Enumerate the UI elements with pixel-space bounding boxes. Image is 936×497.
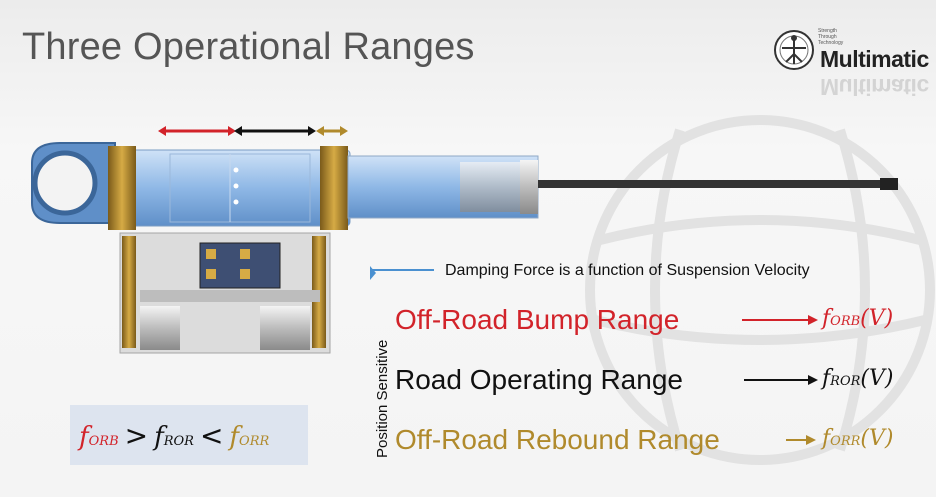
function-bump: fORB(V) <box>822 306 894 331</box>
function-road: fROR(V) <box>822 366 894 391</box>
shock-absorber-illustration <box>31 126 898 354</box>
arrow-right-icon <box>742 315 818 325</box>
range-label-road: Road Operating Range <box>395 364 683 395</box>
inequality-box <box>70 405 308 465</box>
range-indicator-arrows <box>158 126 348 136</box>
inequality-expression: fORB>fROR<fORR <box>79 419 270 452</box>
logo-reflection: Multimatic <box>820 74 929 100</box>
position-sensitive-label: Position Sensitive <box>374 339 391 458</box>
arrow-right-icon <box>744 375 818 385</box>
slide-title: Three Operational Ranges <box>22 26 475 68</box>
range-label-rebound: Off-Road Rebound Range <box>395 424 720 455</box>
velocity-bracket-icon <box>370 266 434 280</box>
logo-text: Multimatic <box>820 46 929 72</box>
function-rebound: fORR(V) <box>822 426 894 451</box>
multimatic-logo-icon <box>774 30 814 70</box>
velocity-note: Damping Force is a function of Suspensio… <box>445 262 810 279</box>
logo-tagline: Strength Through Technology <box>818 28 844 46</box>
globe-watermark-icon <box>585 115 935 465</box>
range-label-bump: Off-Road Bump Range <box>395 304 680 335</box>
arrow-right-icon <box>786 435 816 445</box>
